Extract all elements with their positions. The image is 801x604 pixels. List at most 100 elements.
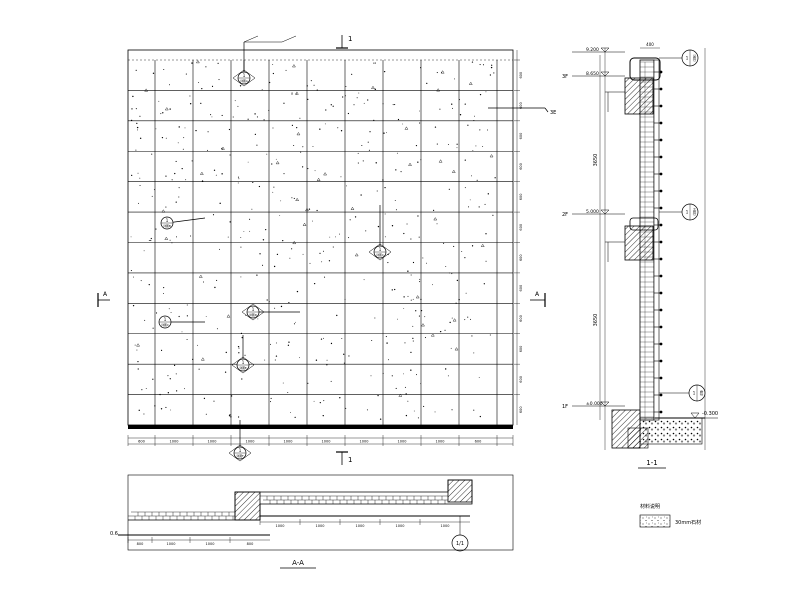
column-hatch-left (234, 491, 261, 521)
stone-speck (476, 179, 478, 181)
stone-speck (139, 137, 142, 139)
top-dim-label: 400 (646, 42, 654, 47)
stone-speck (181, 331, 183, 333)
stone-speck (229, 221, 231, 223)
stone-speck (270, 343, 272, 345)
stone-speck (362, 160, 364, 162)
stone-speck (137, 129, 139, 131)
stone-speck (410, 299, 412, 301)
stone-speck (482, 64, 485, 66)
stone-speck (310, 80, 312, 82)
stone-speck (266, 153, 268, 155)
callout-ref: 详图A (240, 79, 248, 83)
stone-aggregate (200, 357, 205, 361)
column-dim-label: 1000 (322, 440, 331, 444)
stone-speck (160, 113, 162, 115)
stone-speck (237, 182, 239, 184)
stone-speck (377, 225, 380, 228)
stone-aggregate (371, 85, 375, 89)
stone-speck (136, 349, 138, 351)
stone-speck (186, 315, 188, 317)
stone-speck (275, 342, 277, 344)
stone-speck (347, 112, 350, 115)
stone-speck (240, 237, 242, 238)
stone-aggregate (226, 314, 231, 318)
stone-speck (237, 416, 240, 418)
stone-speck (175, 373, 177, 375)
stone-speck (489, 74, 492, 76)
stone-speck (343, 362, 345, 364)
stone-speck (459, 114, 462, 116)
stone-speck (467, 124, 469, 126)
stone-speck (136, 122, 138, 124)
stone-speck (412, 261, 415, 264)
stone-speck (313, 400, 315, 402)
stone-speck (436, 71, 438, 74)
stone-speck (237, 105, 239, 107)
stone-speck (394, 200, 396, 201)
stone-speck (487, 129, 489, 131)
stone-speck (238, 352, 240, 354)
column-dim-label: 1000 (246, 440, 255, 444)
stone-speck (322, 337, 324, 339)
stone-speck (240, 276, 242, 278)
level-elevation-label: ±0.000 (586, 401, 603, 407)
stone-speck (218, 79, 220, 81)
stone-speck (386, 342, 388, 344)
stone-speck (403, 373, 404, 375)
stone-speck (291, 197, 293, 199)
stone-aggregate (295, 91, 299, 95)
stone-speck (178, 315, 180, 318)
stone-speck (141, 389, 143, 391)
stone-speck (232, 116, 234, 118)
stone-aggregate (436, 88, 441, 92)
stone-speck (472, 150, 474, 152)
stone-speck (330, 104, 332, 106)
callout-number: 1 (379, 247, 382, 252)
stone-speck (241, 378, 243, 380)
stone-speck (171, 179, 173, 181)
stone-speck (340, 130, 343, 132)
stone-speck (139, 177, 141, 179)
stone-speck (205, 66, 207, 68)
stone-speck (307, 98, 309, 101)
level-floor-label: 3F (562, 74, 568, 80)
level-elevation-label: 5.000 (586, 209, 599, 215)
section-aa-callout: 1/1 (451, 516, 469, 552)
stone-speck (391, 375, 393, 377)
section-marker-top: 1 (336, 35, 352, 49)
stone-speck (291, 124, 294, 127)
level-triangle (600, 47, 610, 53)
stone-speck (130, 236, 132, 238)
aa-dim-label: 1000 (396, 524, 405, 528)
row-dim-label: 600 (519, 254, 523, 261)
stone-speck (175, 236, 177, 238)
stone-speck (451, 273, 453, 275)
stone-speck (163, 287, 165, 289)
stone-speck (382, 372, 384, 374)
stone-speck (464, 187, 466, 189)
stone-speck (433, 209, 435, 211)
stone-speck (412, 298, 414, 300)
stone-aggregate (136, 343, 140, 347)
row-dim-label: 600 (519, 72, 523, 79)
stone-speck (136, 126, 139, 129)
section-aa-callout-label: 1/1 (456, 541, 464, 547)
stone-speck (313, 84, 315, 86)
stone-speck (244, 354, 246, 356)
stone-speck (222, 148, 223, 150)
stone-speck (456, 147, 458, 149)
stone-speck (152, 327, 154, 329)
stone-speck (394, 288, 396, 291)
stone-speck (485, 91, 487, 93)
column-dim-label: 1000 (208, 440, 217, 444)
stone-speck (383, 132, 385, 134)
stone-speck (448, 188, 450, 190)
stone-aggregate (198, 274, 203, 278)
stone-speck (271, 163, 273, 165)
stone-speck (478, 206, 480, 208)
